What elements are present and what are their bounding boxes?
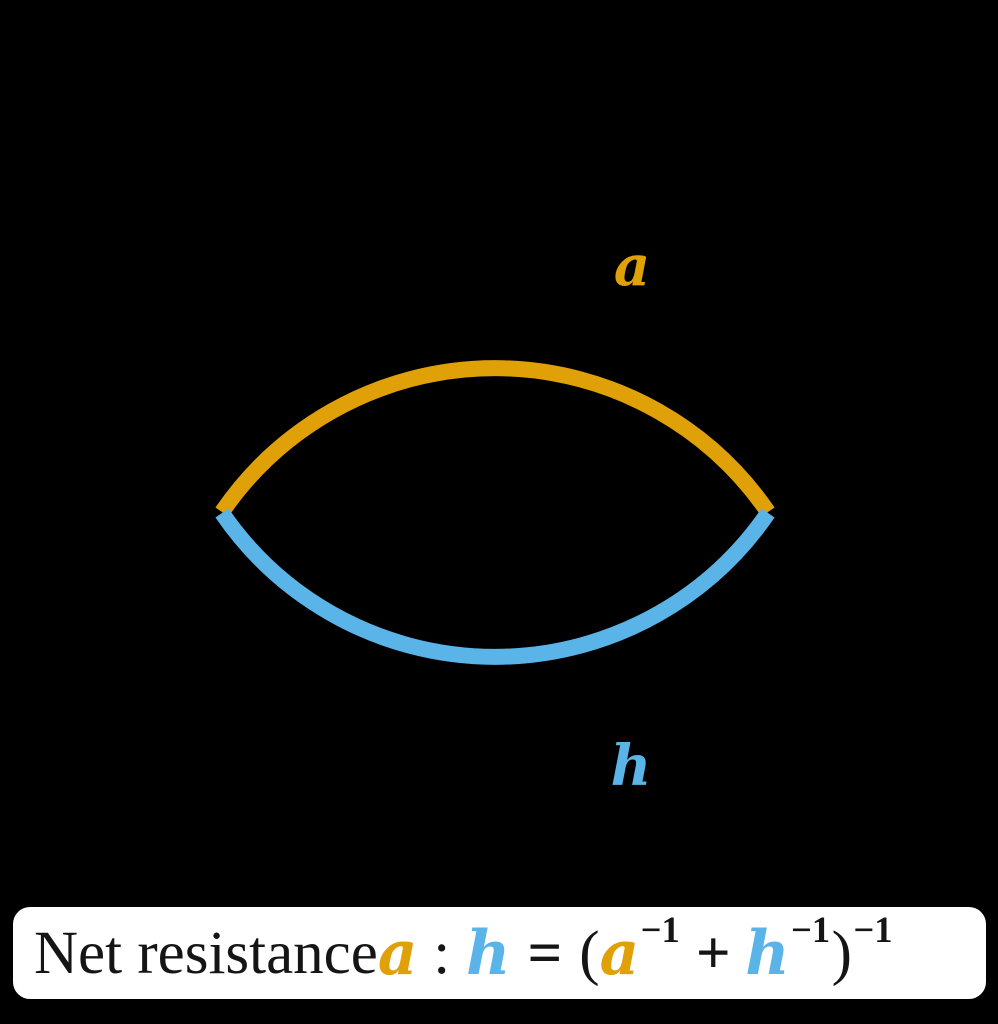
edge-label-h: h xyxy=(610,733,652,799)
formula-var-a: a xyxy=(377,917,418,989)
formula-close-paren: ) xyxy=(831,919,852,987)
formula-equals: = xyxy=(527,919,563,987)
formula-colon: : xyxy=(433,919,451,987)
resistor-h-arc xyxy=(215,508,775,665)
net-resistance-formula: Net resistance a : h = ( a −1 + h −1 ) −… xyxy=(13,907,986,999)
resistor-a-arc xyxy=(215,360,775,517)
formula-var-h: h xyxy=(466,917,511,989)
formula-var-a-inverse: a xyxy=(599,917,640,989)
edge-label-a: a xyxy=(613,233,651,299)
formula-var-h-inverse: h xyxy=(745,917,790,989)
formula-prefix: Net resistance xyxy=(34,919,378,987)
formula-plus: + xyxy=(695,919,731,987)
formula-open-paren: ( xyxy=(579,919,600,987)
